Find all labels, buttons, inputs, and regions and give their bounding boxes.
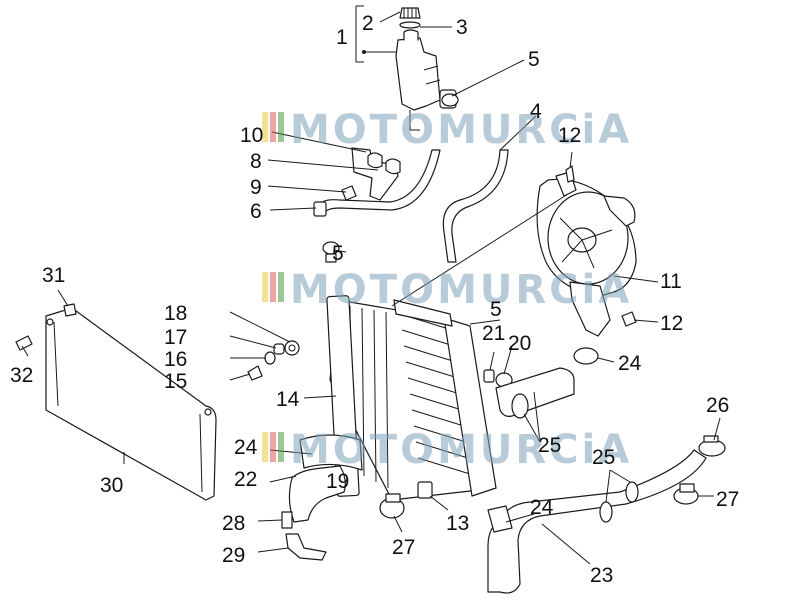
clamp-25-lower-b	[625, 481, 639, 503]
callout-9: 9	[250, 176, 262, 199]
callout-12-top: 12	[558, 124, 581, 147]
callout-18: 18	[164, 302, 187, 325]
callout-25-right: 25	[592, 446, 615, 469]
callout-16: 16	[164, 348, 187, 371]
watermark-group: MOTOMURCiA MOTOMURCiA MOTOMURCiA	[262, 107, 632, 473]
callout-22: 22	[234, 468, 257, 491]
callout-labels: 1 2 3 5 4 10 8 9 6 5 12 11 12 5 21 20 24…	[10, 12, 739, 587]
washer-16	[264, 351, 276, 365]
callout-25-left: 25	[538, 434, 561, 457]
hose-23	[487, 449, 707, 594]
fan-assembly	[536, 171, 637, 337]
callout-13: 13	[446, 512, 469, 535]
callout-29: 29	[222, 544, 245, 567]
radiator	[326, 295, 497, 501]
cover-panel	[45, 307, 217, 501]
callout-24-left: 24	[234, 436, 258, 459]
callout-1: 1	[336, 26, 348, 49]
callout-30: 30	[100, 474, 123, 497]
callout-17: 17	[164, 326, 187, 349]
screw-9	[341, 185, 357, 201]
callout-5-mid: 5	[332, 242, 344, 265]
callout-20: 20	[508, 332, 531, 355]
screw-12-top	[565, 165, 575, 183]
callout-24-bottom: 24	[530, 496, 554, 519]
clamp-27-lower	[379, 493, 405, 519]
callout-27-right: 27	[716, 488, 739, 511]
callout-2: 2	[362, 12, 374, 35]
hose-4	[442, 149, 509, 263]
callout-8: 8	[250, 150, 262, 173]
part-13	[417, 481, 433, 499]
bracket-8	[351, 147, 401, 201]
callout-12-bottom: 12	[660, 312, 683, 335]
callout-32: 32	[10, 364, 33, 387]
leader-lines	[21, 5, 721, 565]
tank-cap	[399, 7, 421, 19]
hose-22	[299, 434, 363, 471]
clamp-5-upper	[441, 93, 459, 107]
bolt-28	[281, 511, 293, 529]
cap-seal	[399, 21, 421, 29]
callout-14: 14	[276, 388, 300, 411]
clamp-25-lower-a	[599, 501, 613, 523]
hose-end-6	[313, 201, 327, 217]
watermark-text-bottom: MOTOMURCiA	[290, 427, 632, 473]
clamp-27-right	[673, 483, 699, 505]
spacer-17	[273, 343, 285, 355]
callout-31: 31	[42, 264, 65, 287]
screw-31	[63, 303, 77, 317]
watermark-text-top: MOTOMURCiA	[290, 107, 632, 153]
callout-26: 26	[706, 394, 729, 417]
bracket-29	[285, 533, 327, 561]
callout-19: 19	[326, 470, 349, 493]
watermark-text-middle: MOTOMURCiA	[290, 267, 632, 313]
callout-27-bottom: 27	[392, 536, 415, 559]
washer-21	[483, 369, 495, 383]
callout-23: 23	[590, 564, 613, 587]
screw-12-bottom	[621, 311, 637, 327]
callout-4: 4	[530, 100, 542, 123]
callout-3: 3	[456, 16, 468, 39]
callout-5-top: 5	[528, 48, 540, 71]
clamp-24-upper	[573, 347, 599, 365]
hose-6	[317, 149, 441, 215]
callout-21: 21	[482, 322, 505, 345]
grommet-18	[284, 340, 300, 356]
callout-28: 28	[222, 512, 245, 535]
callout-15: 15	[164, 370, 187, 393]
hose-24-lower	[487, 505, 513, 533]
screw-15	[247, 365, 263, 381]
callout-5-low: 5	[490, 298, 502, 321]
clamp-5-lower	[322, 241, 340, 263]
callout-10: 10	[240, 124, 263, 147]
callout-11: 11	[660, 270, 682, 293]
callout-6: 6	[250, 200, 262, 223]
clamp-25-upper	[511, 393, 529, 419]
callout-24-right: 24	[618, 352, 642, 375]
clamp-26	[698, 435, 726, 457]
screw-32	[15, 335, 33, 351]
